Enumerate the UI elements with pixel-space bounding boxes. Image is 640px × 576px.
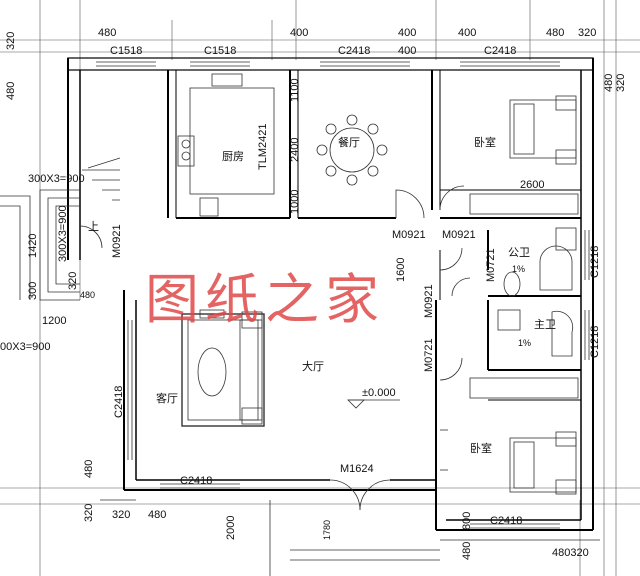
- stairs: [0, 157, 121, 301]
- room-label-bedroom-top: 卧室: [474, 135, 496, 149]
- dim-2600: 2600: [520, 179, 544, 191]
- dim-top-400-b: 400: [398, 27, 416, 39]
- dim-bl-480-b: 480: [148, 509, 166, 521]
- stair-dimensions: 300X3=900 300X3=900 1420 300 320 480 120…: [0, 173, 95, 353]
- room-label-kitchen: 厨房: [222, 150, 244, 163]
- dim-top-400-c: 400: [458, 27, 476, 39]
- dim-320-step: 320: [67, 272, 79, 290]
- interior-dimensions: TLM2421 1100 2400 1000 M0921 M0921 1600 …: [111, 78, 544, 475]
- room-label-bedroom-bottom: 卧室: [470, 441, 492, 455]
- dim-1100: 1100: [289, 78, 301, 102]
- room-label-dining: 餐厅: [338, 135, 360, 149]
- living-furniture: [181, 309, 265, 427]
- window-c2418-top: C2418: [338, 45, 370, 57]
- dim-1420: 1420: [27, 234, 39, 258]
- dim-top-320: 320: [5, 32, 17, 50]
- dim-300: 300: [27, 282, 39, 300]
- door-tlm2421: TLM2421: [257, 124, 269, 170]
- bath-fixtures: [497, 227, 577, 357]
- bedroom-bottom-furniture: [469, 377, 579, 495]
- stair-up-mark: 上: [88, 220, 99, 233]
- door-m0921-b: M0921: [442, 229, 476, 241]
- interior-walls: [167, 70, 581, 401]
- dim-br-480: 480: [461, 542, 473, 560]
- windows: [96, 61, 590, 529]
- door-m0721-b: M0721: [423, 338, 435, 372]
- window-c1218-b: C1218: [589, 326, 601, 358]
- doors: [79, 185, 471, 511]
- dim-top-400-d: 400: [398, 45, 416, 57]
- door-m0921-left: M0921: [111, 224, 123, 258]
- dim-300x3-900: 300X3=900: [28, 173, 85, 185]
- dim-br-800: 800: [461, 512, 473, 530]
- window-c2418-left: C2418: [113, 386, 125, 418]
- slope-public-bath: 1%: [512, 264, 525, 274]
- window-c1218-a: C1218: [589, 246, 601, 278]
- dim-bl-480: 480: [83, 460, 95, 478]
- dim-bl-320-b: 320: [112, 509, 130, 521]
- dim-left-480: 480: [5, 82, 17, 100]
- window-c2418-bedroom: C2418: [484, 45, 516, 57]
- dim-00x3-900: 00X3=900: [0, 341, 50, 353]
- dim-top-400-a: 400: [290, 27, 308, 39]
- bottom-dimensions: C2418 C2418 480 320 320 480 2000 1780 48…: [83, 460, 589, 560]
- watermark: 图纸之家: [145, 270, 385, 330]
- bottom-structure: [100, 499, 600, 576]
- elevation-label: ±0.000: [362, 387, 396, 399]
- dim-top-480-right: 480: [546, 27, 564, 39]
- window-c2418-bedroom-bottom: C2418: [490, 515, 522, 527]
- door-m0721-a: M0721: [485, 248, 497, 282]
- kitchen-fixtures: [177, 73, 275, 217]
- bedroom-top-furniture: [469, 95, 579, 215]
- exterior-walls: [67, 57, 594, 531]
- door-m1624: M1624: [340, 463, 374, 475]
- door-m0921-c: M0921: [423, 284, 435, 318]
- room-label-living: 客厅: [156, 391, 178, 405]
- dim-2400: 2400: [289, 138, 301, 162]
- side-dimensions: 480 480 320 C1218 C1218 C2418: [5, 74, 627, 418]
- dim-br-480320: 480320: [552, 547, 589, 559]
- dim-top-320-right: 320: [578, 27, 596, 39]
- top-dimensions: 320 480 400 400 400 480 320 C1518 C1518 …: [5, 27, 596, 57]
- window-c2418-bottom: C2418: [180, 475, 212, 487]
- window-c1518-b: C1518: [204, 45, 236, 57]
- door-m0921-a: M0921: [392, 229, 426, 241]
- room-label-master-bath: 主卫: [534, 318, 556, 331]
- dim-1200: 1200: [42, 315, 66, 327]
- dim-1000: 1000: [289, 190, 301, 214]
- room-label-hall: 大厅: [302, 359, 324, 373]
- slope-master-bath: 1%: [518, 338, 531, 348]
- dim-top-480-left: 480: [98, 27, 116, 39]
- dim-1780: 1780: [322, 520, 332, 540]
- dim-1600: 1600: [395, 258, 407, 282]
- window-c1518-a: C1518: [110, 45, 142, 57]
- dim-right-480: 480: [603, 74, 615, 92]
- dim-480-step: 480: [80, 290, 95, 300]
- dining-table: [316, 114, 388, 186]
- elevation-marker: [347, 399, 400, 409]
- room-label-public-bath: 公卫: [508, 247, 530, 259]
- dim-2000: 2000: [225, 516, 237, 540]
- dim-300x3-900-vertical: 300X3=900: [57, 205, 69, 262]
- dim-bl-320: 320: [83, 504, 95, 522]
- dim-right-320: 320: [615, 74, 627, 92]
